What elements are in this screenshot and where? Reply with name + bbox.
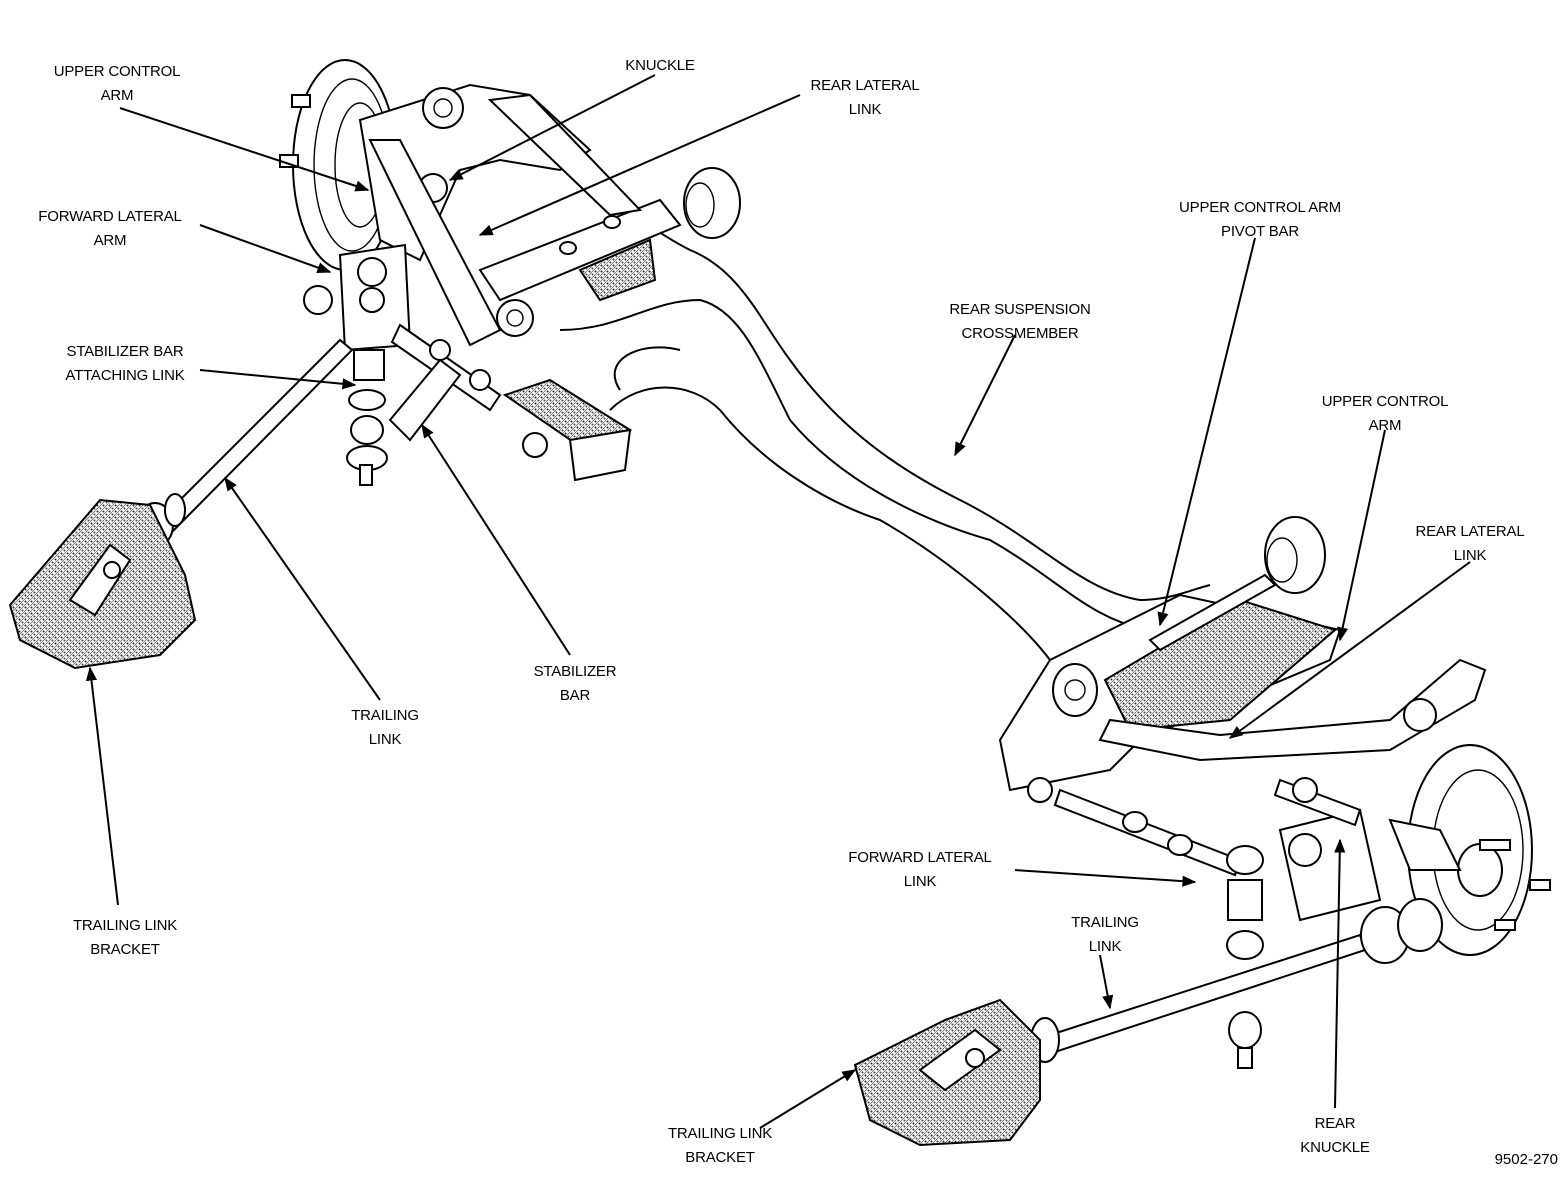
label-trailing-link-right: TRAILING LINK [1071,914,1139,955]
label-forward-lateral-arm: FORWARD LATERAL ARM [38,208,182,249]
label-upper-control-arm-pivot-bar: UPPER CONTROL ARM PIVOT BAR [1179,199,1341,240]
left-isolator-drawing [502,378,633,482]
upper-bar-drawing [478,93,741,302]
label-rear-knuckle: REAR KNUCKLE [1300,1115,1370,1156]
label-rear-suspension-crossmember: REAR SUSPENSION CROSSMEMBER [949,301,1091,342]
right-forward-lateral-link-drawing [1053,777,1362,1069]
left-brake-drum-drawing [279,59,398,271]
right-knuckle-drawing [1278,744,1551,956]
label-rear-lateral-link-top: REAR LATERAL LINK [810,77,920,118]
figure-number: 9502-270 [1494,1151,1558,1168]
leader-lines [85,74,1471,1129]
label-forward-lateral-link: FORWARD LATERAL LINK [848,849,992,890]
label-upper-control-arm-left: UPPER CONTROL ARM [53,63,181,104]
label-trailing-link-bracket-bottom: TRAILING LINK BRACKET [667,1125,773,1166]
label-trailing-link-left: TRAILING LINK [351,707,419,748]
label-stabilizer-bar-attaching-link: STABILIZER BAR ATTACHING LINK [65,343,185,384]
left-bracket-drawing [8,498,197,670]
label-upper-control-arm-right: UPPER CONTROL ARM [1321,393,1449,434]
bottom-bracket-drawing [853,998,1041,1147]
right-upper-arm-drawing [1098,658,1487,762]
right-crossmember-end-drawing [998,516,1342,803]
label-knuckle: KNUCKLE [625,57,695,74]
label-stabilizer-bar: STABILIZER BAR [533,663,617,704]
label-trailing-link-bracket-left: TRAILING LINK BRACKET [72,917,178,958]
label-rear-lateral-link-right: REAR LATERAL LINK [1415,523,1525,564]
